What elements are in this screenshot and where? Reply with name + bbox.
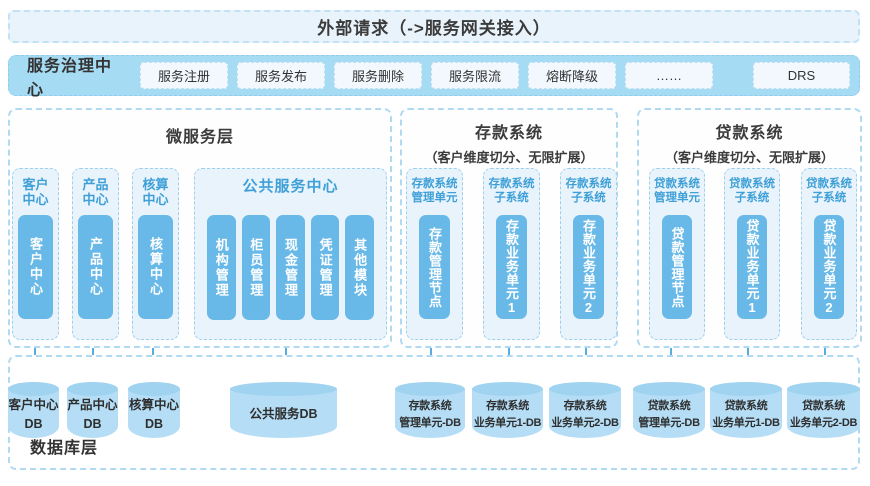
- loan-unit-1-box: 贷款业务单元1: [737, 215, 767, 319]
- module-org-mgmt: 机构管理: [207, 215, 236, 320]
- column-header: 存款系统 管理单元: [411, 178, 458, 205]
- loan-mgmt-unit-column: 贷款系统 管理单元 贷款管理节点: [649, 168, 705, 340]
- column-customer-center: 客户 中心 客户中心: [12, 168, 59, 340]
- deposit-panel-subtitle: （客户维度切分、无限扩展）: [424, 150, 594, 165]
- deposit-subsystem-2-column: 存款系统 子系统 存款业务单元2: [560, 168, 617, 340]
- deposit-mgmt-unit-column: 存款系统 管理单元 存款管理节点: [406, 168, 463, 340]
- public-service-center-header: 公共服务中心: [242, 178, 339, 195]
- governance-button-ratelimit: 服务限流: [431, 62, 519, 89]
- cylinder-label: 贷款系统 业务单元2-DB: [789, 400, 858, 429]
- db-cylinder-loan-unit1: 贷款系统 业务单元1-DB: [710, 382, 782, 438]
- column-header: 贷款系统 子系统: [729, 178, 775, 205]
- db-cylinder-public-service: 公共服务DB: [230, 382, 337, 438]
- cylinder-label: 贷款系统 管理单元-DB: [638, 400, 700, 429]
- deposit-unit-2-box: 存款业务单元2: [573, 215, 604, 319]
- column-product-center: 产品 中心 产品中心: [72, 168, 119, 340]
- column-header: 贷款系统 子系统: [806, 178, 852, 205]
- db-cylinder-loan-mgmt: 贷款系统 管理单元-DB: [633, 382, 705, 438]
- deposit-subsystem-1-column: 存款系统 子系统 存款业务单元1: [483, 168, 540, 340]
- column-header: 产品 中心: [82, 177, 109, 208]
- accounting-center-box: 核算中心: [138, 215, 173, 319]
- module-other: 其他模块: [345, 215, 374, 320]
- microservice-panel: 微服务层 客户 中心 客户中心 产品 中心 产品中心 核算 中心: [8, 108, 392, 348]
- column-header: 核算 中心: [142, 177, 169, 208]
- db-cylinder-accounting: 核算中心 DB: [128, 382, 180, 438]
- loan-subsystem-2-column: 贷款系统 子系统 贷款业务单元2: [801, 168, 857, 340]
- module-cash-mgmt: 现金管理: [276, 215, 305, 320]
- public-service-center: 公共服务中心 机构管理 柜员管理 现金管理 凭证管理 其他模块: [194, 168, 387, 340]
- cylinder-label: 存款系统 管理单元-DB: [399, 400, 461, 429]
- cylinder-label: 贷款系统 业务单元1-DB: [712, 400, 780, 429]
- column-header: 贷款系统 管理单元: [654, 178, 700, 205]
- loan-subsystem-1-column: 贷款系统 子系统 贷款业务单元1: [724, 168, 780, 340]
- column-accounting-center: 核算 中心 核算中心: [132, 168, 179, 340]
- db-cylinder-deposit-unit2: 存款系统 业务单元2-DB: [549, 382, 621, 438]
- cylinder-label: 客户中心 DB: [8, 397, 59, 431]
- loan-panel-title: 贷款系统: [715, 125, 784, 142]
- deposit-unit-1-box: 存款业务单元1: [496, 215, 527, 319]
- column-header: 存款系统 子系统: [565, 178, 612, 205]
- external-request-title: 外部请求（->服务网关接入）: [317, 19, 551, 38]
- loan-unit-2-box: 贷款业务单元2: [814, 215, 844, 319]
- governance-button-publish: 服务发布: [237, 62, 325, 89]
- product-center-box: 产品中心: [78, 215, 113, 319]
- public-service-modules: 机构管理 柜员管理 现金管理 凭证管理 其他模块: [207, 215, 374, 320]
- customer-center-box: 客户中心: [18, 215, 53, 319]
- column-header: 存款系统 子系统: [488, 178, 535, 205]
- database-layer-label: 数据库层: [30, 440, 99, 457]
- cylinder-label: 存款系统 业务单元2-DB: [551, 400, 619, 429]
- cylinder-label: 核算中心 DB: [128, 397, 179, 431]
- module-voucher-mgmt: 凭证管理: [310, 215, 340, 320]
- cylinder-label: 产品中心 DB: [67, 397, 118, 431]
- module-teller-mgmt: 柜员管理: [241, 215, 271, 320]
- governance-bar: 服务治理中心 服务注册 服务发布 服务删除 服务限流 熔断降级 …… DRS: [8, 55, 860, 99]
- governance-button-drs: DRS: [753, 62, 850, 89]
- loan-mgmt-node-box: 贷款管理节点: [662, 215, 692, 319]
- governance-label: 服务治理中心: [27, 57, 113, 99]
- db-cylinder-deposit-mgmt: 存款系统 管理单元-DB: [395, 382, 465, 438]
- loan-panel-subtitle: （客户维度切分、无限扩展）: [664, 150, 834, 165]
- governance-button-register: 服务注册: [140, 62, 228, 89]
- cylinder-label: 公共服务DB: [249, 407, 318, 422]
- db-cylinder-loan-unit2: 贷款系统 业务单元2-DB: [787, 382, 860, 438]
- db-cylinder-customer: 客户中心 DB: [8, 382, 59, 438]
- loan-system-panel: 贷款系统 （客户维度切分、无限扩展） 贷款系统 管理单元 贷款管理节点 贷款系统…: [637, 108, 862, 348]
- db-cylinder-product: 产品中心 DB: [67, 382, 118, 438]
- deposit-panel-title: 存款系统: [474, 125, 543, 142]
- db-cylinder-deposit-unit1: 存款系统 业务单元1-DB: [472, 382, 543, 438]
- external-request-banner: 外部请求（->服务网关接入）: [8, 10, 860, 43]
- cylinder-label: 存款系统 业务单元1-DB: [473, 400, 542, 429]
- deposit-mgmt-node-box: 存款管理节点: [419, 215, 450, 319]
- microservice-panel-title: 微服务层: [165, 129, 234, 146]
- column-header: 客户 中心: [22, 177, 49, 208]
- governance-button-circuitbreak: 熔断降级: [528, 62, 616, 89]
- deposit-system-panel: 存款系统 （客户维度切分、无限扩展） 存款系统 管理单元 存款管理节点 存款系统…: [400, 108, 618, 348]
- governance-button-delete: 服务删除: [334, 62, 422, 89]
- governance-button-more: ……: [625, 62, 713, 89]
